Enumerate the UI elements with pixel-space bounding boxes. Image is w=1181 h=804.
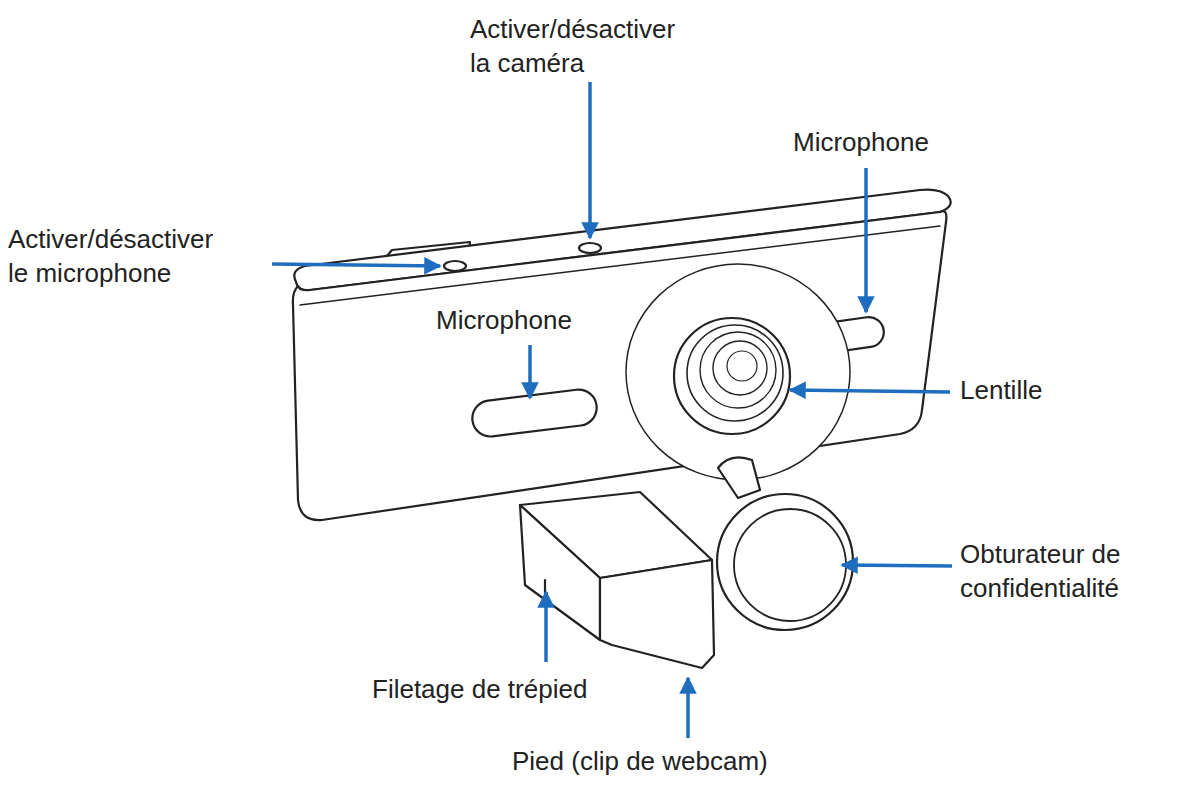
foot-side [520, 505, 600, 640]
lens [674, 318, 790, 434]
foot-front [600, 560, 714, 668]
privacy-shutter [717, 494, 853, 630]
microphone-slot [470, 388, 598, 439]
part-label: Microphone [793, 125, 929, 159]
leader-lines [272, 82, 952, 738]
shutter-hinge [718, 457, 760, 498]
body-front [293, 211, 947, 520]
part-label: Filetage de trépied [372, 672, 587, 706]
leader-line [544, 592, 548, 662]
part-label: Microphone [436, 303, 572, 337]
leader-line [528, 345, 532, 398]
leader-line [790, 390, 950, 392]
part-label: Pied (clip de webcam) [512, 744, 768, 778]
part-label: Obturateur de confidentialité [960, 537, 1165, 605]
mic-button [444, 261, 466, 271]
lens-bezel [626, 264, 850, 480]
camera-button [579, 243, 601, 253]
part-label: Activer/désactiver la caméra [470, 12, 698, 80]
leader-line [588, 82, 592, 238]
leader-line [272, 264, 440, 266]
part-label: Lentille [960, 373, 1042, 407]
leader-line [864, 168, 868, 312]
leader-line [842, 565, 952, 566]
leader-line [686, 678, 690, 738]
part-label: Activer/désactiver le microphone [8, 222, 236, 290]
